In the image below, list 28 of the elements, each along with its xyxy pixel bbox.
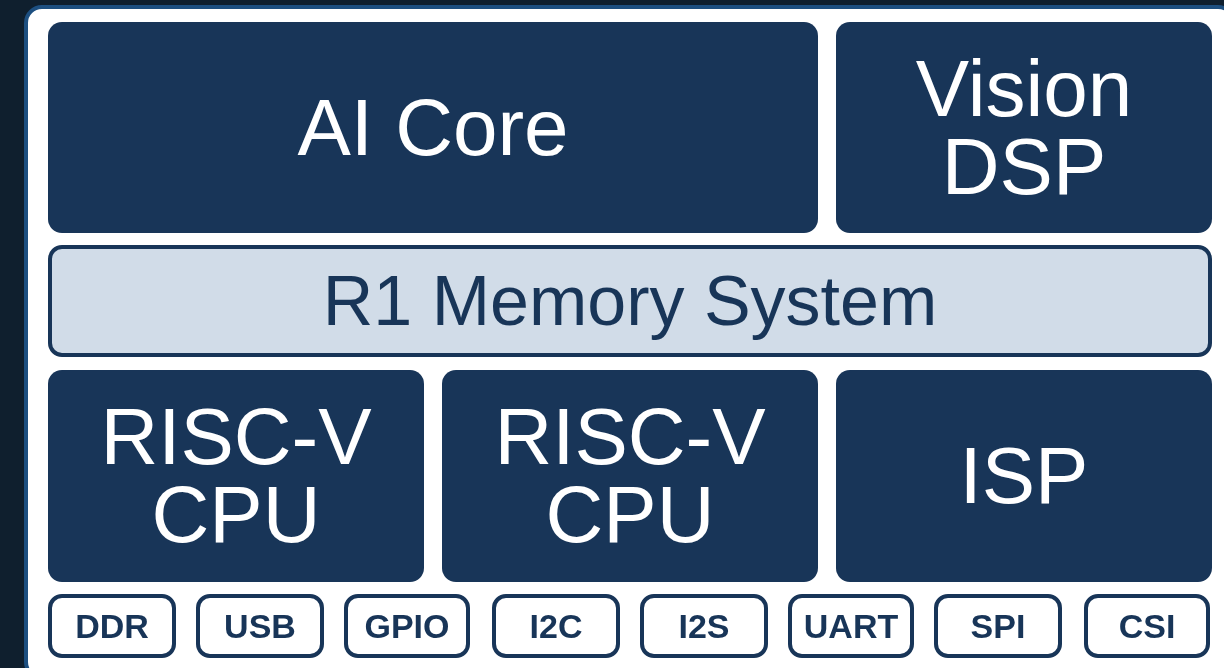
interface-pin [196, 594, 324, 658]
interface-pin [48, 594, 176, 658]
block-label: Vision DSP [914, 49, 1134, 206]
block-label: RISC-V CPU [493, 398, 767, 554]
block-label: ISP [958, 437, 1090, 515]
block-label: DDR [74, 606, 150, 646]
interface-pin [344, 594, 470, 658]
interface-pin [640, 594, 768, 658]
interface-pin [788, 594, 914, 658]
block-label: I2C [528, 606, 584, 646]
block-box [48, 370, 424, 582]
interface-pin [1084, 594, 1210, 658]
bus-bar [48, 245, 1212, 357]
block-label: GPIO [363, 606, 451, 646]
block-label: USB [223, 606, 297, 646]
block-label: SPI [969, 606, 1027, 646]
block-label: UART [802, 606, 900, 646]
block-label: I2S [677, 606, 731, 646]
interface-pin [492, 594, 620, 658]
interface-pin [934, 594, 1062, 658]
block-box [48, 22, 818, 233]
block-label: R1 Memory System [321, 261, 939, 341]
block-box [442, 370, 818, 582]
block-box [836, 22, 1212, 233]
block-box [836, 370, 1212, 582]
block-label: CSI [1117, 606, 1177, 646]
block-label: RISC-V CPU [99, 398, 373, 554]
block-label: AI Core [296, 88, 570, 167]
